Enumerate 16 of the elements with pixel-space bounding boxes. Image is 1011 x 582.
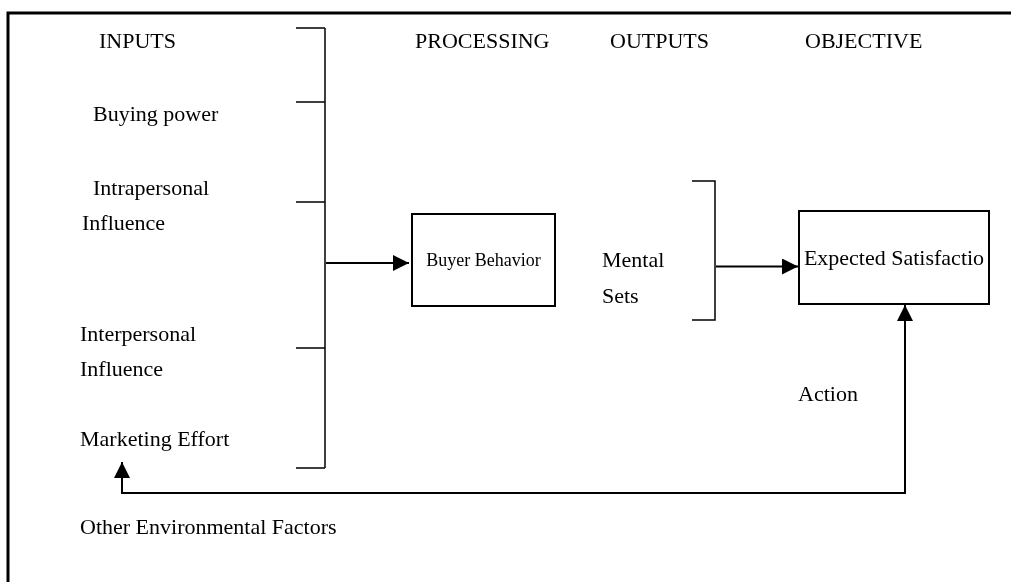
input-label: Other Environmental Factors — [80, 513, 338, 541]
input-label: Interpersonal Influence — [80, 320, 198, 383]
column-heading: INPUTS — [99, 27, 176, 55]
input-label: Buying power — [93, 100, 220, 128]
arrow — [114, 304, 913, 494]
process-box: Expected Satisfactio — [798, 210, 990, 305]
input-bracket — [296, 27, 326, 469]
input-label: Intrapersonal Influence — [82, 174, 211, 237]
process-box: Buyer Behavior — [411, 213, 556, 307]
column-heading: OBJECTIVE — [805, 27, 923, 55]
output-label: Mental Sets — [602, 246, 666, 310]
column-heading: PROCESSING — [415, 27, 550, 55]
arrow — [325, 255, 410, 271]
input-label: Marketing Effort — [80, 425, 231, 453]
column-heading: OUTPUTS — [610, 27, 709, 55]
arrow — [715, 258, 799, 275]
